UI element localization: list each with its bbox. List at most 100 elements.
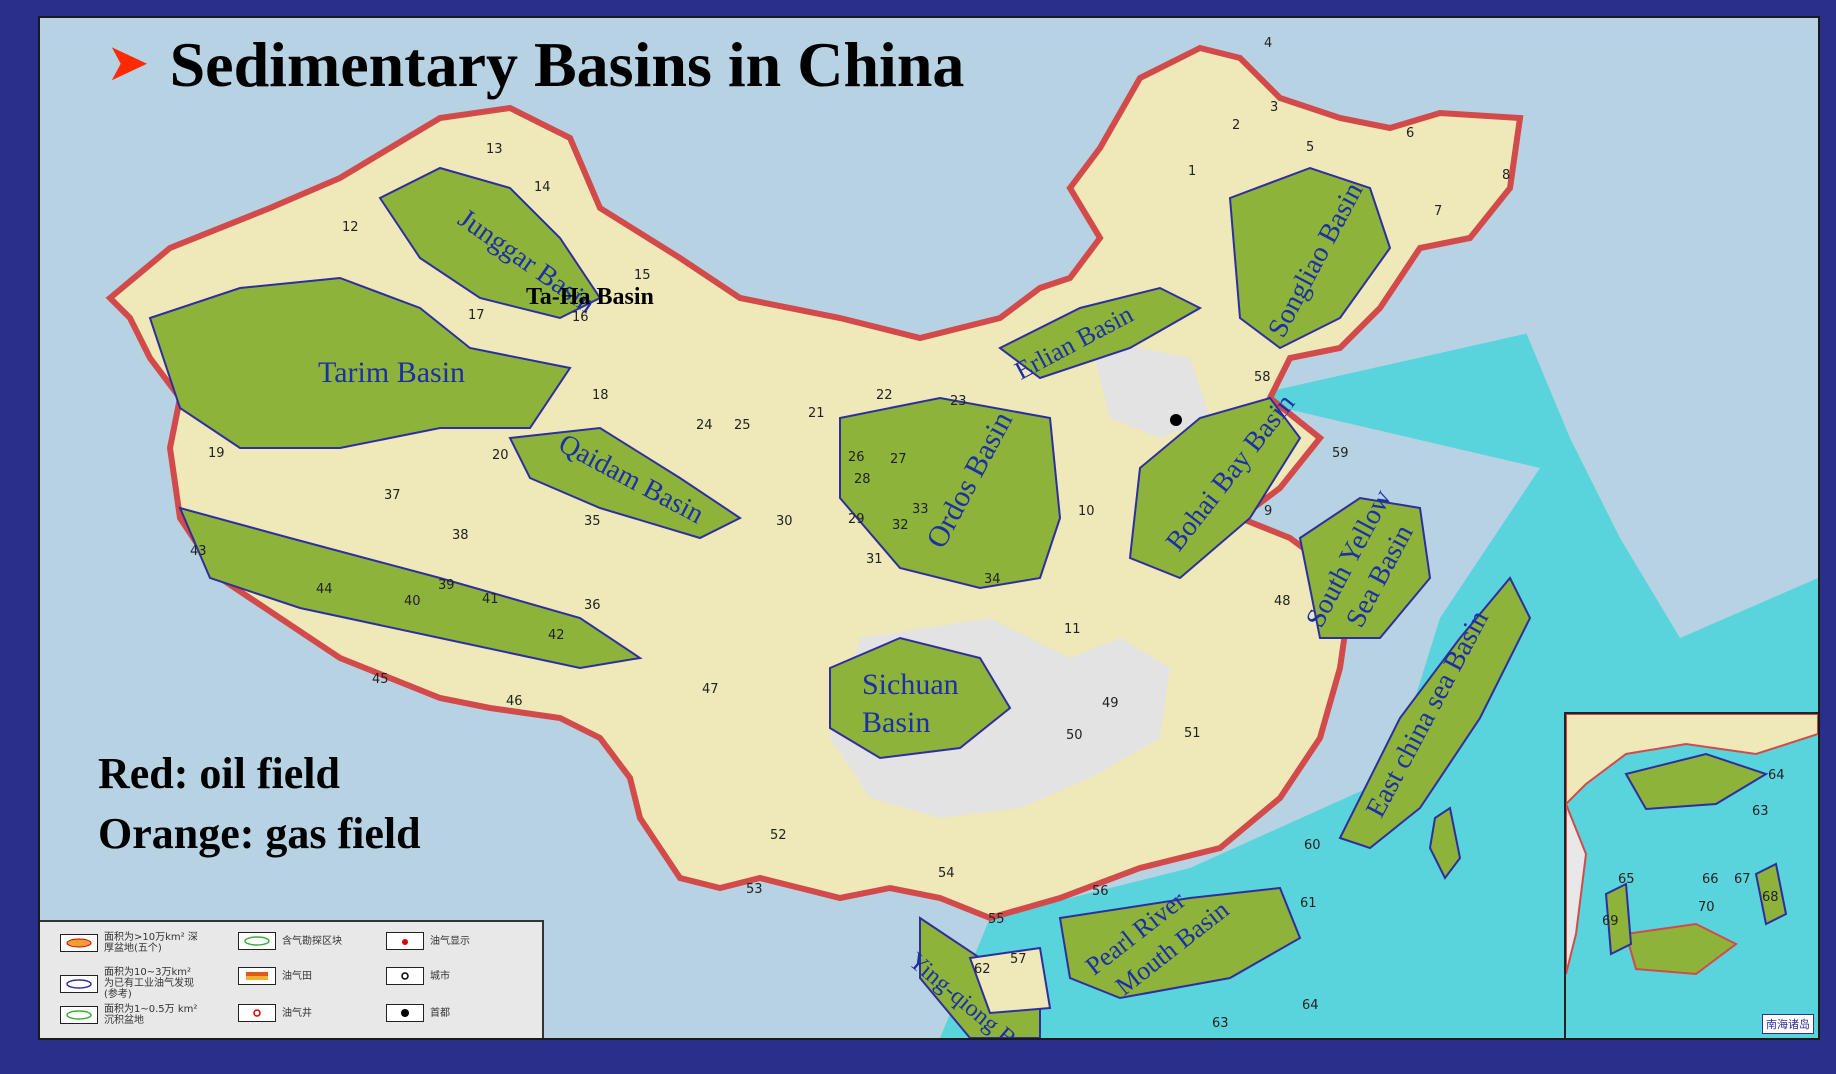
legend-item: 面积为>10万km² 深厚盆地(五个) [60, 932, 204, 954]
legend-text: 含气勘探区块 [282, 935, 342, 947]
basin-number: 12 [342, 220, 359, 235]
basin-number: 29 [848, 512, 865, 527]
basin-number: 34 [984, 572, 1001, 587]
basin-label-tarim: Tarim Basin [318, 356, 466, 389]
pearl-river-mouth-basin-shape [1058, 886, 1302, 1000]
basin-number: 62 [974, 962, 991, 977]
basin-number: 44 [316, 582, 333, 597]
oil-drop-symbol [386, 932, 424, 950]
basin-number: 32 [892, 518, 909, 533]
legend-text: 面积为10~3万km² 为已有工业油气发现(参考) [104, 967, 194, 1000]
legend-text: 城市 [430, 970, 450, 982]
basin-number: 69 [1602, 914, 1619, 929]
basin-number: 60 [1304, 838, 1321, 853]
basin-number: 27 [890, 452, 907, 467]
east-china-sea-basin-shape [1338, 576, 1532, 850]
basin-number: 64 [1768, 768, 1785, 783]
legend-item: 油气显示 [386, 932, 530, 950]
legend-item: 油气田 [238, 967, 382, 985]
basin-number: 16 [572, 310, 589, 325]
legend-text: 油气显示 [430, 935, 470, 947]
basin-number: 13 [486, 142, 503, 157]
basin-number: 58 [1254, 370, 1271, 385]
basin-number: 3 [1270, 100, 1279, 115]
inset-label: 南海诸岛 [1762, 1014, 1814, 1034]
legend-item: 城市 [386, 967, 530, 985]
basin-number: 49 [1102, 696, 1119, 711]
oil-gas-field-symbol [238, 967, 276, 985]
basin-number: 47 [702, 682, 719, 697]
taiwan-island [1428, 806, 1462, 880]
basin-label-sichuan-line2: Basin [862, 706, 931, 739]
basin-number: 38 [452, 528, 469, 543]
qaidam-basin-shape [508, 426, 742, 540]
basin-number: 56 [1092, 884, 1109, 899]
legend-text: 面积为>10万km² 深厚盆地(五个) [104, 932, 198, 954]
basin-number: 2 [1232, 118, 1241, 133]
erlian-basin-shape [998, 286, 1203, 380]
uplift-zone-north [1090, 338, 1210, 438]
basin-number: 7 [1434, 204, 1443, 219]
gas-area-symbol [238, 932, 276, 950]
basin-number: 52 [770, 828, 787, 843]
basin-number: 5 [1306, 140, 1315, 155]
basin-number: 54 [938, 866, 955, 881]
basin-number: 30 [776, 514, 793, 529]
large-field-symbol [60, 934, 98, 952]
basin-number: 4 [1264, 36, 1273, 51]
basin-number: 43 [190, 544, 207, 559]
japan-korea-sea [1520, 58, 1818, 638]
basin-number: 31 [866, 552, 883, 567]
basin-number: 63 [1212, 1016, 1229, 1031]
junggar-basin-shape [378, 166, 602, 320]
medium-basin-symbol [60, 974, 98, 993]
basin-label-taha: Ta-Ha Basin [526, 284, 654, 310]
basin-number: 70 [1698, 900, 1715, 915]
legend-item: 面积为1~0.5万 km²沉积盆地 [60, 1004, 204, 1026]
sichuan-basin-shape [829, 636, 1012, 760]
basin-number: 11 [1064, 622, 1081, 637]
legend-text: 油气井 [282, 1007, 312, 1019]
qiangtang-basins-shape [178, 506, 643, 670]
hainan-island [968, 946, 1052, 1015]
legend-item: 含气勘探区块 [238, 932, 382, 950]
basin-number: 45 [372, 672, 389, 687]
basin-number: 50 [1066, 728, 1083, 743]
basin-number: 9 [1264, 504, 1273, 519]
songliao-basin-shape [1228, 166, 1392, 350]
legend-text: 首都 [430, 1007, 450, 1019]
basin-number: 17 [468, 308, 485, 323]
basin-number: 35 [584, 514, 601, 529]
basin-number: 51 [1184, 726, 1201, 741]
bohai-bay-basin-shape [1128, 396, 1302, 580]
basin-number: 42 [548, 628, 565, 643]
basin-number: 26 [848, 450, 865, 465]
basin-number: 63 [1752, 804, 1769, 819]
basin-number: 15 [634, 268, 651, 283]
basin-number: 53 [746, 882, 763, 897]
basin-number: 67 [1734, 872, 1751, 887]
inset-map [1566, 714, 1818, 976]
basin-number: 1 [1188, 164, 1197, 179]
basin-number: 68 [1762, 890, 1779, 905]
south-china-sea-inset: 南海诸岛 64 63 65 66 67 68 69 70 [1564, 712, 1818, 1038]
basin-number: 33 [912, 502, 929, 517]
title-text: Sedimentary Basins in China [169, 29, 965, 100]
legend-text: 油气田 [282, 970, 312, 982]
basin-number: 23 [950, 394, 967, 409]
basin-number: 55 [988, 912, 1005, 927]
basin-number: 24 [696, 418, 713, 433]
basin-number: 41 [482, 592, 499, 607]
basin-number: 65 [1618, 872, 1635, 887]
capital-symbol [386, 1004, 424, 1022]
basin-number: 40 [404, 594, 421, 609]
basin-number: 20 [492, 448, 509, 463]
arrow-bullet-icon: ➤ [106, 33, 150, 93]
ordos-basin-shape [839, 396, 1062, 590]
legend-text: 面积为1~0.5万 km²沉积盆地 [104, 1004, 198, 1026]
basin-label-sichuan-line1: Sichuan [862, 668, 959, 701]
basin-number: 28 [854, 472, 871, 487]
small-basin-symbol [60, 1006, 98, 1024]
basin-number: 64 [1302, 998, 1319, 1013]
